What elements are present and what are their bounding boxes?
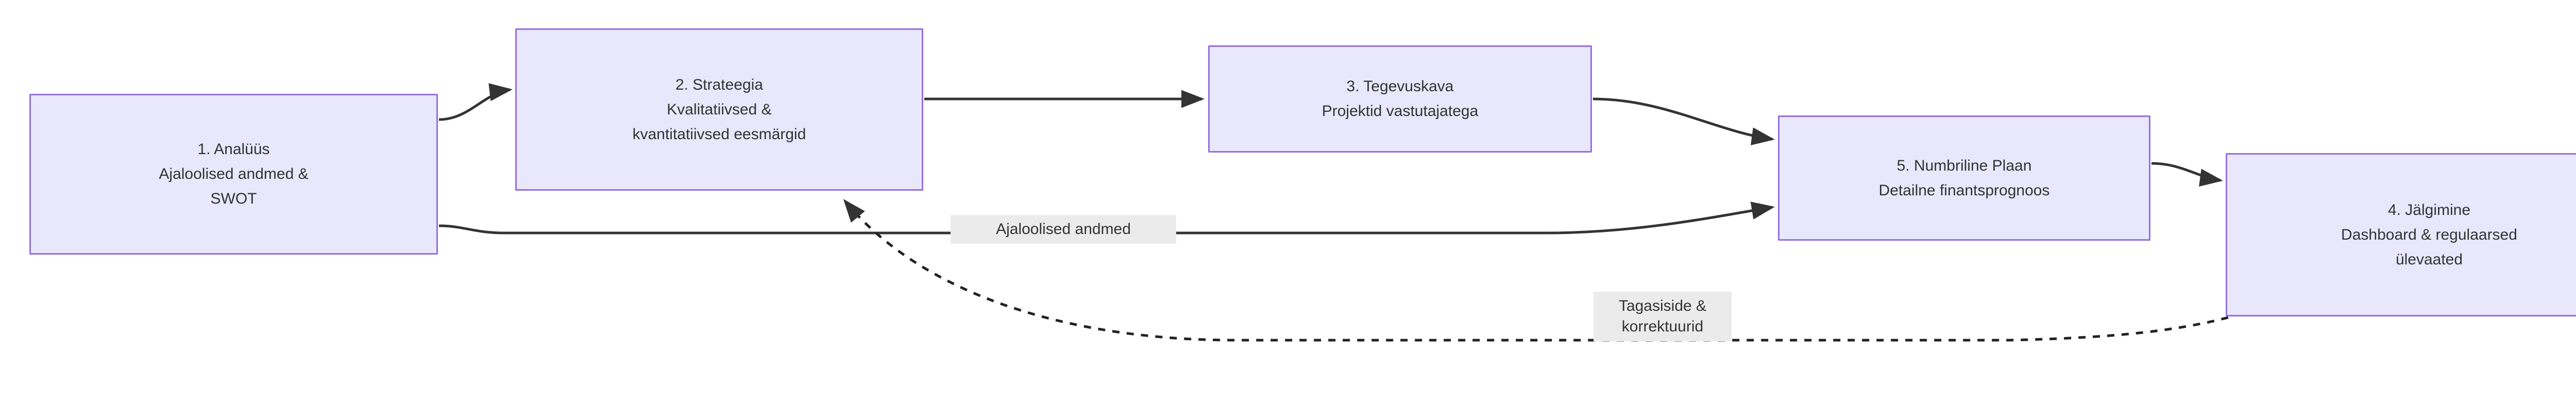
node-strateegia[interactable]: 2. Strateegia Kvalitatiivsed & kvantitat…: [515, 28, 923, 191]
edge-n1-n5: [438, 202, 1775, 235]
edge-label-tagasiside-korrektuurid: Tagasiside & korrektuurid: [1594, 292, 1732, 341]
node-jalgimine-line-1: 4. Jälgimine: [2387, 201, 2471, 219]
node-tegevuskava[interactable]: 3. Tegevuskava Projektid vastutajatega: [1208, 45, 1592, 153]
node-numbriline-plaan[interactable]: 5. Numbriline Plaan Detailne finantsprog…: [1778, 115, 2150, 241]
node-tegevuskava-line-1: 3. Tegevuskava: [1346, 78, 1454, 95]
node-strateegia-line-1: 2. Strateegia: [675, 76, 764, 93]
node-analuus[interactable]: 1. Analüüs Ajaloolised andmed & SWOT: [29, 94, 438, 255]
node-numbriline-plaan-line-2: Detailne finantsprognoos: [1878, 181, 2050, 199]
node-analuus-line-1: 1. Analüüs: [197, 141, 270, 158]
edge-label-tagasiside-korrektuurid-line-2: korrektuurid: [1621, 318, 1704, 335]
node-analuus-line-2: Ajaloolised andmed &: [159, 165, 309, 182]
node-numbriline-plaan-line-1: 5. Numbriline Plaan: [1896, 157, 2032, 174]
edge-label-ajaloolised-andmed: Ajaloolised andmed: [951, 215, 1176, 244]
node-strateegia-line-3: kvantitatiivsed eesmärgid: [632, 125, 806, 143]
edge-n1-n2: [438, 83, 513, 121]
edge-n3-n5: [1592, 97, 1775, 145]
node-jalgimine-line-3: ülevaated: [2395, 250, 2463, 268]
node-analuus-line-3: SWOT: [210, 190, 257, 207]
node-jalgimine[interactable]: 4. Jälgimine Dashboard & regulaarsed üle…: [2226, 153, 2576, 316]
edge-n5-n4: [2151, 162, 2223, 187]
node-strateegia-line-2: Kvalitatiivsed &: [667, 101, 772, 118]
node-jalgimine-line-2: Dashboard & regulaarsed: [2341, 226, 2517, 243]
node-tegevuskava-line-2: Projektid vastutajatega: [1321, 103, 1479, 120]
edge-label-ajaloolised-andmed-line-1: Ajaloolised andmed: [996, 221, 1131, 238]
edge-label-tagasiside-korrektuurid-line-1: Tagasiside &: [1618, 297, 1707, 314]
